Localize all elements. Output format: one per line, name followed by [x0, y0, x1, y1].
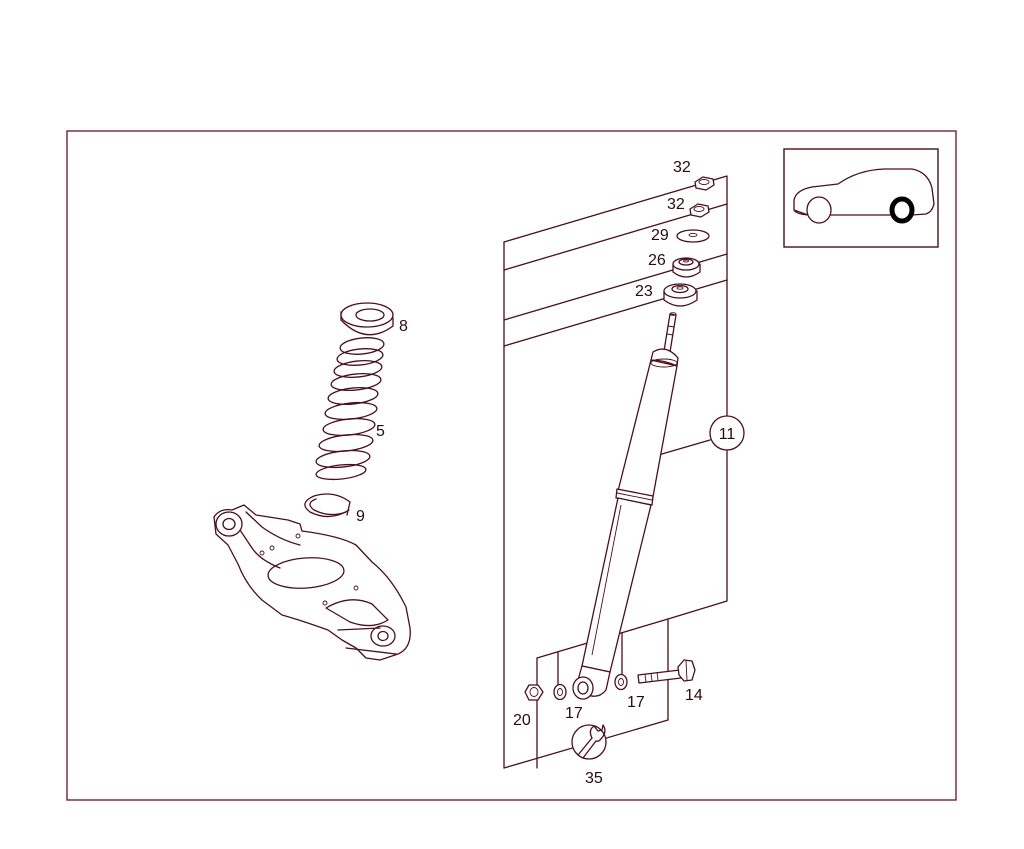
shock-absorber-group-bracket	[503, 175, 728, 769]
spring-pad-8	[340, 302, 394, 336]
part-label-17-left[interactable]: 17	[565, 705, 583, 722]
part-label-23[interactable]: 23	[635, 283, 653, 300]
wrench-icon	[571, 724, 607, 760]
part-label-35[interactable]: 35	[585, 770, 603, 787]
part-label-32-top[interactable]: 32	[673, 159, 691, 176]
part-label-8[interactable]: 8	[399, 318, 408, 335]
part-label-26[interactable]: 26	[648, 252, 666, 269]
coil-spring-5	[315, 337, 385, 481]
bolt-14	[637, 659, 696, 684]
part-label-5[interactable]: 5	[376, 423, 385, 440]
part-callout-11[interactable]: 11	[709, 415, 745, 451]
part-label-20[interactable]: 20	[513, 712, 531, 729]
shock-absorber-11	[572, 312, 679, 700]
diagram-frame	[66, 130, 957, 801]
part-label-11[interactable]: 11	[719, 426, 736, 443]
rubber-mount-23	[663, 283, 698, 307]
part-label-29[interactable]: 29	[651, 227, 669, 244]
part-label-9[interactable]: 9	[356, 508, 365, 525]
spring-seat-ring-9	[304, 493, 351, 518]
washer-29	[676, 229, 710, 243]
nut-32-lower	[689, 203, 710, 218]
nut-20	[524, 684, 544, 701]
part-callout-11-circle	[709, 415, 745, 451]
part-label-14[interactable]: 14	[685, 687, 703, 704]
part-label-32-lower[interactable]: 32	[667, 196, 685, 213]
nut-32-top	[694, 176, 715, 191]
car-rear-wheel-locator-icon	[783, 148, 939, 248]
washer-17-left	[553, 683, 567, 701]
rubber-mount-26	[672, 257, 701, 278]
part-label-17-right[interactable]: 17	[627, 694, 645, 711]
control-arm	[213, 504, 411, 661]
washer-17-right	[614, 673, 628, 691]
